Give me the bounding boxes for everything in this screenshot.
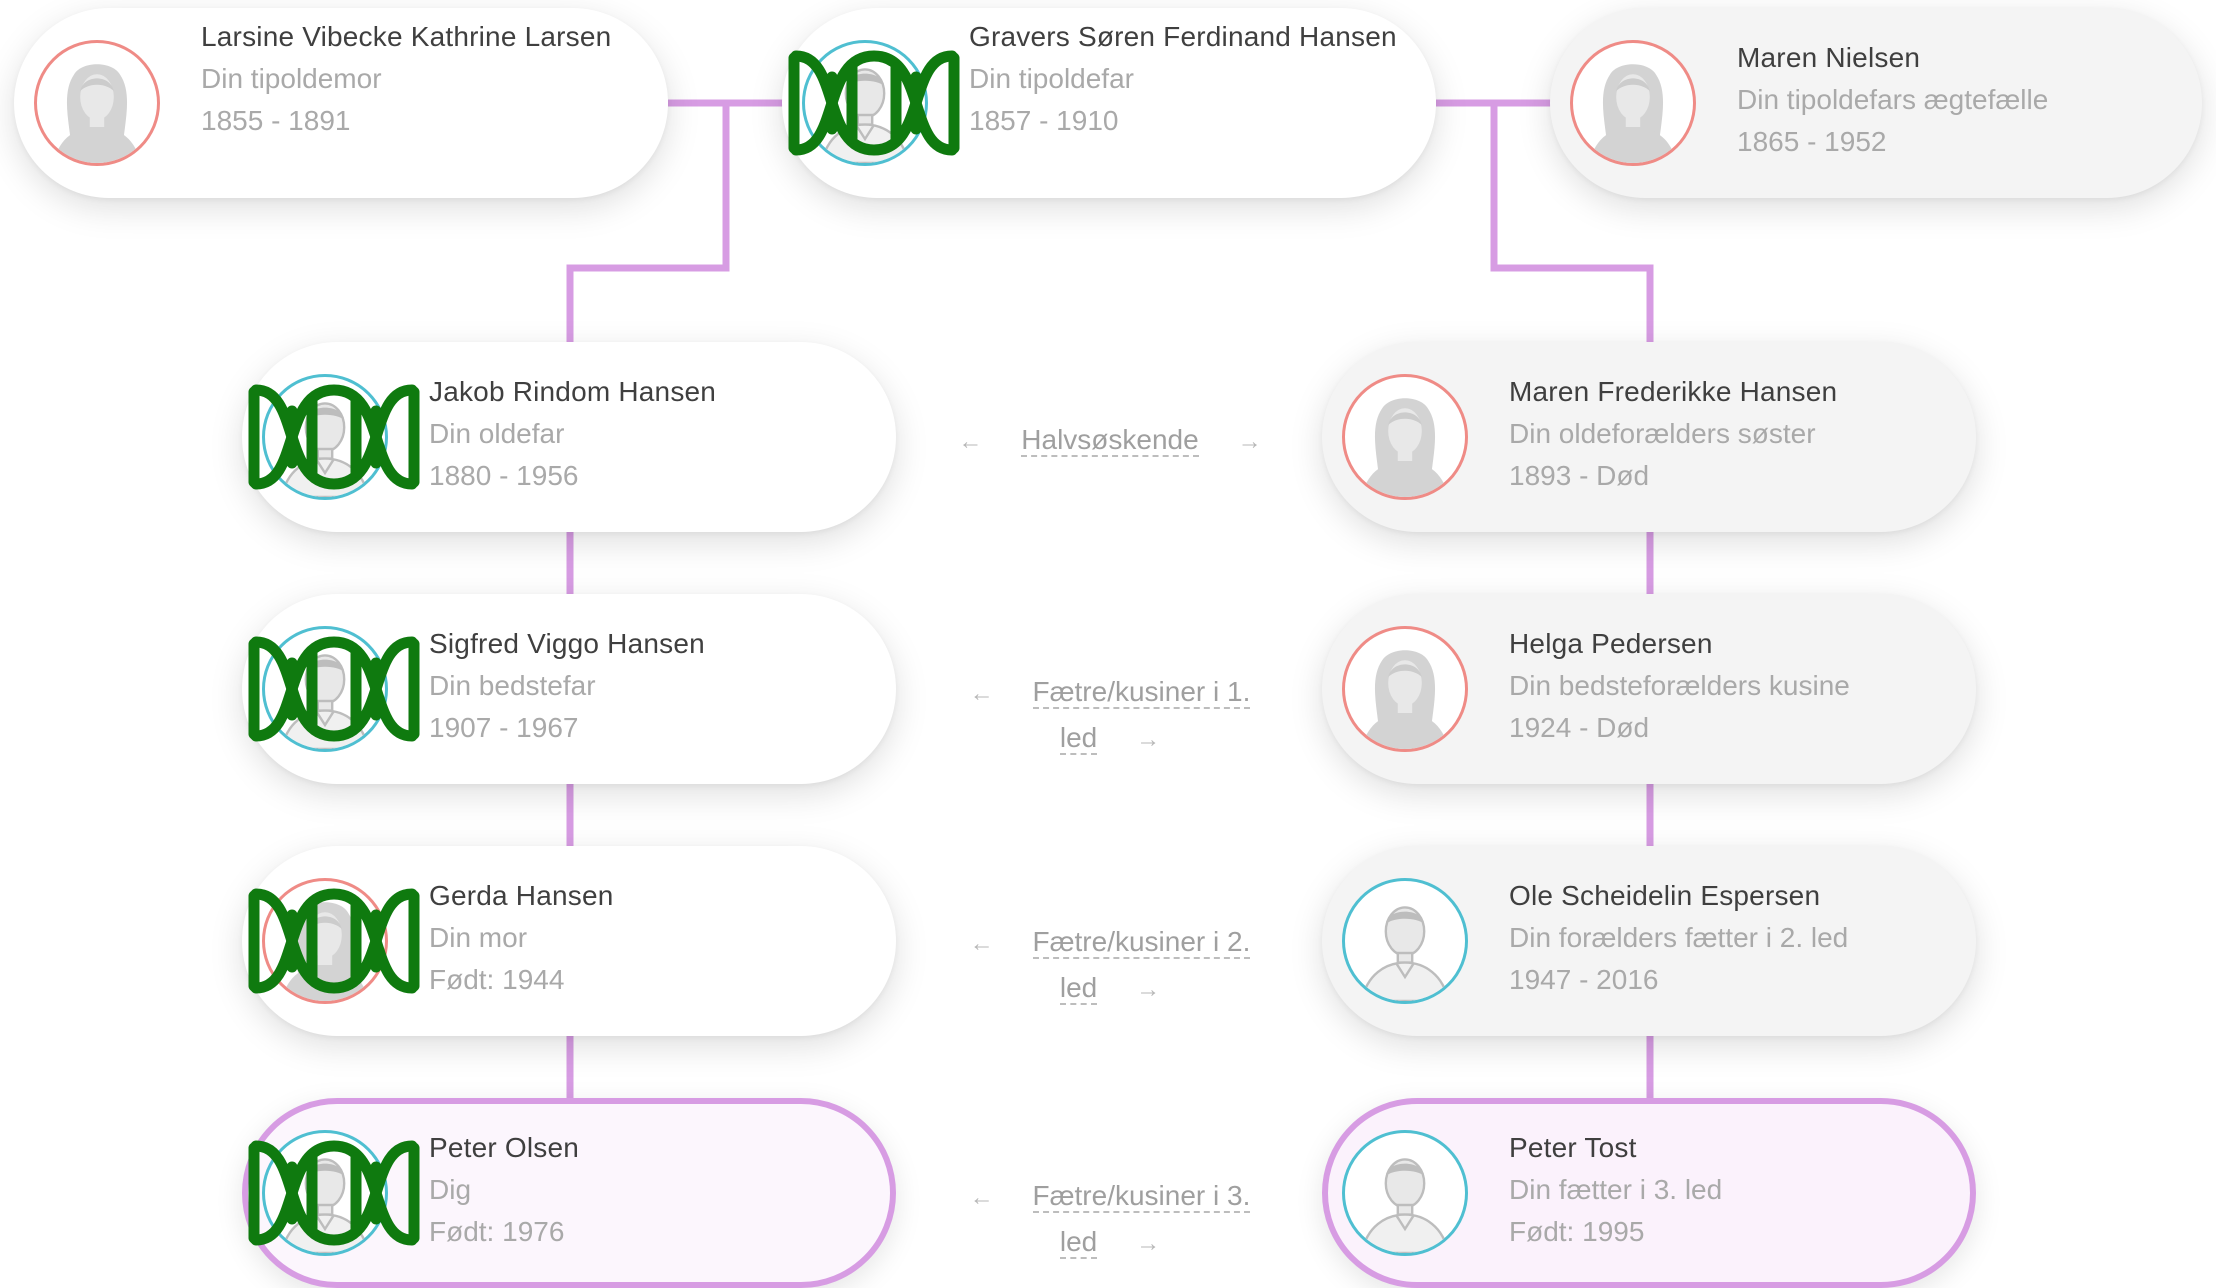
female-avatar [1570,40,1696,166]
person-name: Gerda Hansen [429,880,614,911]
male-avatar [1342,1130,1468,1256]
person-name: Sigfred Viggo Hansen [429,628,705,659]
link-to-left-branch [566,103,730,342]
person-years: 1855 - 1891 [201,105,351,136]
arrow-left-icon: ← [969,680,994,707]
connector-lines [566,99,1654,1098]
male-avatar [262,626,388,752]
person-relation: Din tipoldemor [201,63,382,94]
male-silhouette-icon [280,1158,370,1253]
relation-text[interactable]: Halvsøskende [1021,424,1199,457]
person-name: Larsine Vibecke Kathrine Larsen [201,21,612,52]
female-avatar [262,878,388,1004]
arrow-left-icon: ← [969,930,994,957]
person-info: Gravers Søren Ferdinand Hansen Din tipol… [969,16,1400,142]
female-silhouette-icon [1361,650,1449,749]
person-card-peter-olsen-self[interactable]: Peter Olsen Dig Født: 1976 [242,1098,896,1288]
person-years: 1907 - 1967 [429,712,579,743]
person-name: Maren Nielsen [1737,42,1921,73]
arrow-right-icon: → [1237,428,1262,455]
relation-label-cousins-2[interactable]: ← Fætre/kusiner i 2. led → [940,920,1280,1012]
person-card-maren-frederikke-hansen[interactable]: Maren Frederikke Hansen Din oldeforælder… [1322,342,1976,532]
male-silhouette-icon [1360,906,1450,1001]
link-to-right-branch [1490,103,1654,342]
arrow-right-icon: → [1136,976,1161,1003]
male-avatar [262,374,388,500]
female-avatar [34,40,160,166]
male-avatar [262,1130,388,1256]
person-name: Peter Tost [1509,1132,1637,1163]
male-silhouette-icon [280,402,370,497]
person-relation: Din mor [429,922,528,953]
person-info: Larsine Vibecke Kathrine Larsen Din tipo… [201,16,632,142]
relation-text[interactable]: Fætre/kusiner i 3. led [1032,1180,1251,1259]
person-name: Maren Frederikke Hansen [1509,376,1838,407]
person-card-sigfred-hansen[interactable]: Sigfred Viggo Hansen Din bedstefar 1907 … [242,594,896,784]
female-silhouette-icon [281,902,369,1001]
person-info: Peter Olsen Dig Født: 1976 [429,1127,854,1253]
relation-text[interactable]: Fætre/kusiner i 1. led [1032,676,1251,755]
person-years: 1893 - Død [1509,460,1650,491]
person-years: 1880 - 1956 [429,460,579,491]
person-card-larsine-larsen[interactable]: Larsine Vibecke Kathrine Larsen Din tipo… [14,8,668,198]
person-name: Gravers Søren Ferdinand Hansen [969,21,1397,52]
person-info: Peter Tost Din fætter i 3. led Født: 199… [1509,1127,1934,1253]
person-name: Jakob Rindom Hansen [429,376,717,407]
female-avatar [1342,374,1468,500]
person-card-jakob-hansen[interactable]: Jakob Rindom Hansen Din oldefar 1880 - 1… [242,342,896,532]
male-silhouette-icon [820,68,910,163]
person-info: Sigfred Viggo Hansen Din bedstefar 1907 … [429,623,860,749]
person-card-maren-nielsen[interactable]: Maren Nielsen Din tipoldefars ægtefælle … [1550,8,2202,198]
person-years: Født: 1976 [429,1216,565,1247]
person-info: Helga Pedersen Din bedsteforælders kusin… [1509,623,1940,749]
female-silhouette-icon [53,64,141,163]
person-info: Maren Frederikke Hansen Din oldeforælder… [1509,371,1940,497]
person-card-gerda-hansen[interactable]: Gerda Hansen Din mor Født: 1944 [242,846,896,1036]
person-relation: Din tipoldefar [969,63,1134,94]
arrow-left-icon: ← [958,428,983,455]
relation-label-cousins-3[interactable]: ← Fætre/kusiner i 3. led → [940,1174,1280,1266]
person-relation: Din tipoldefars ægtefælle [1737,84,2049,115]
male-avatar [802,40,928,166]
person-info: Jakob Rindom Hansen Din oldefar 1880 - 1… [429,371,860,497]
person-card-ole-espersen[interactable]: Ole Scheidelin Espersen Din forælders fæ… [1322,846,1976,1036]
person-relation: Dig [429,1174,472,1205]
person-name: Peter Olsen [429,1132,580,1163]
relation-label-half-siblings[interactable]: ← Halvsøskende → [940,418,1280,464]
female-silhouette-icon [1589,64,1677,163]
person-relation: Din bedstefar [429,670,596,701]
male-silhouette-icon [1360,1158,1450,1253]
female-silhouette-icon [1361,398,1449,497]
person-years: 1857 - 1910 [969,105,1119,136]
person-name: Ole Scheidelin Espersen [1509,880,1821,911]
person-relation: Din bedsteforælders kusine [1509,670,1850,701]
relation-text[interactable]: Fætre/kusiner i 2. led [1032,926,1251,1005]
arrow-right-icon: → [1136,726,1161,753]
person-years: 1924 - Død [1509,712,1650,743]
person-name: Helga Pedersen [1509,628,1713,659]
male-silhouette-icon [280,654,370,749]
relation-label-cousins-1[interactable]: ← Fætre/kusiner i 1. led → [940,670,1280,762]
person-info: Ole Scheidelin Espersen Din forælders fæ… [1509,875,1940,1001]
person-card-gravers-hansen[interactable]: Gravers Søren Ferdinand Hansen Din tipol… [782,8,1436,198]
person-years: 1865 - 1952 [1737,126,1887,157]
person-relation: Din fætter i 3. led [1509,1174,1723,1205]
person-years: 1947 - 2016 [1509,964,1659,995]
person-info: Maren Nielsen Din tipoldefars ægtefælle … [1737,37,2166,163]
person-info: Gerda Hansen Din mor Født: 1944 [429,875,860,1001]
person-relation: Din oldeforælders søster [1509,418,1816,449]
person-relation: Din forælders fætter i 2. led [1509,922,1849,953]
male-avatar [1342,878,1468,1004]
female-avatar [1342,626,1468,752]
person-years: Født: 1995 [1509,1216,1645,1247]
person-card-helga-pedersen[interactable]: Helga Pedersen Din bedsteforælders kusin… [1322,594,1976,784]
person-relation: Din oldefar [429,418,565,449]
arrow-right-icon: → [1136,1230,1161,1257]
person-years: Født: 1944 [429,964,565,995]
arrow-left-icon: ← [969,1184,994,1211]
person-card-peter-tost[interactable]: Peter Tost Din fætter i 3. led Født: 199… [1322,1098,1976,1288]
